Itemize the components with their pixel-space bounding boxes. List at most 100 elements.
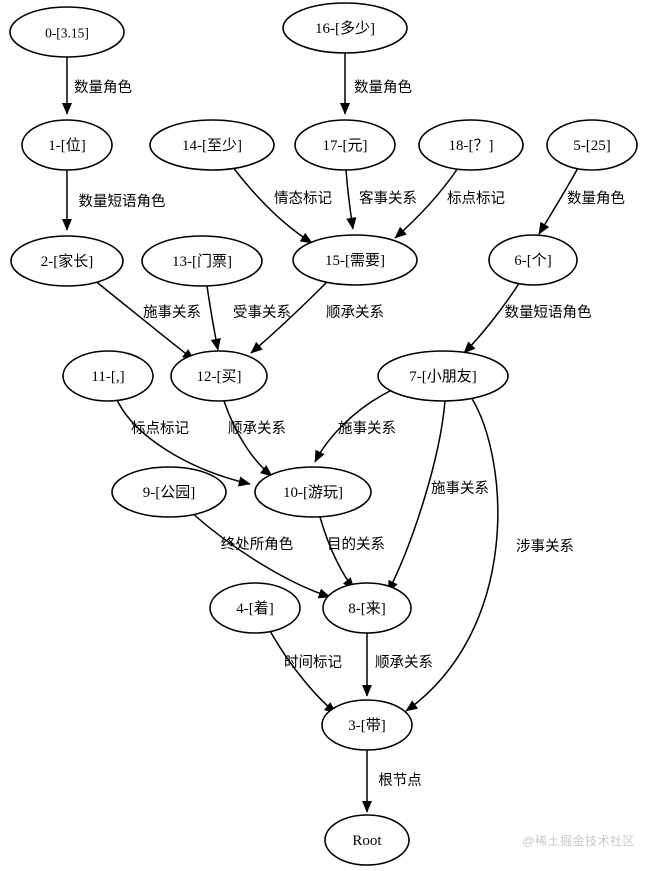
edge-n4-to-n3 bbox=[268, 628, 337, 714]
node-label-n8: 8-[来] bbox=[348, 600, 386, 617]
edge-label-n18-to-n15: 标点标记 bbox=[447, 190, 505, 207]
node-label-n4: 4-[着] bbox=[236, 600, 274, 617]
node-label-n3: 3-[带] bbox=[348, 717, 386, 734]
edge-label-n13-to-n12: 受事关系 bbox=[233, 304, 291, 321]
node-label-n15: 15-[需要] bbox=[325, 252, 385, 269]
edge-n7-to-n3 bbox=[405, 396, 499, 712]
node-n5[interactable]: 5-[25] bbox=[546, 119, 638, 171]
edge-label-n9-to-n8: 终处所角色 bbox=[221, 536, 294, 553]
edge-n14-to-n15 bbox=[231, 165, 313, 244]
edge-label-n8-to-n3: 顺承关系 bbox=[375, 654, 433, 671]
node-n18[interactable]: 18-[？] bbox=[418, 119, 524, 171]
node-nroot[interactable]: Root bbox=[324, 814, 410, 866]
node-shape-n0[interactable] bbox=[9, 6, 125, 58]
node-label-n5: 5-[25] bbox=[573, 138, 611, 154]
node-n17[interactable]: 17-[元] bbox=[294, 119, 396, 171]
node-shape-n16[interactable] bbox=[282, 2, 408, 54]
node-label-n7: 7-[小朋友] bbox=[409, 368, 477, 385]
edge-label-n15-to-n12: 顺承关系 bbox=[326, 304, 384, 321]
edge-label-n16-to-n17: 数量角色 bbox=[354, 79, 412, 96]
node-label-n13: 13-[门票] bbox=[172, 253, 232, 270]
node-n11[interactable]: 11-[,] bbox=[62, 350, 154, 402]
edge-n6-to-n7 bbox=[463, 281, 521, 354]
node-shape-n1[interactable] bbox=[21, 119, 113, 171]
node-shape-n11[interactable] bbox=[62, 350, 154, 402]
edge-n12-to-n10 bbox=[223, 400, 273, 477]
edge-label-n0-to-n1: 数量角色 bbox=[74, 79, 132, 96]
edge-label-n1-to-n2: 数量短语角色 bbox=[79, 193, 166, 210]
node-label-n10: 10-[游玩] bbox=[283, 484, 343, 501]
edge-n13-to-n12 bbox=[206, 285, 221, 351]
node-label-nroot: Root bbox=[352, 833, 382, 849]
node-shape-n8[interactable] bbox=[322, 582, 412, 634]
node-n8[interactable]: 8-[来] bbox=[322, 582, 412, 634]
node-label-n16: 16-[多少] bbox=[315, 20, 375, 37]
node-label-n17: 17-[元] bbox=[323, 138, 368, 154]
node-label-n9: 9-[公园] bbox=[143, 484, 196, 501]
node-shape-n7[interactable] bbox=[377, 350, 509, 402]
node-shape-n10[interactable] bbox=[254, 466, 372, 518]
node-label-n12: 12-[买] bbox=[197, 368, 242, 385]
node-n10[interactable]: 10-[游玩] bbox=[254, 466, 372, 518]
node-shape-n17[interactable] bbox=[294, 119, 396, 171]
node-n2[interactable]: 2-[家长] bbox=[10, 235, 124, 287]
node-label-n2: 2-[家长] bbox=[41, 253, 94, 270]
node-n16[interactable]: 16-[多少] bbox=[282, 2, 408, 54]
node-shape-n3[interactable] bbox=[321, 699, 413, 751]
edge-label-n11-to-n10: 标点标记 bbox=[131, 420, 189, 437]
nodes-layer: 0-[3.15] 16-[多少] 1-[位] 14-[至少] 17-[元] 18-[？] 5… bbox=[9, 2, 638, 866]
node-n14[interactable]: 14-[至少] bbox=[149, 119, 275, 171]
node-shape-n13[interactable] bbox=[141, 235, 263, 287]
node-label-n0: 0-[3.15] bbox=[45, 26, 89, 41]
edge-label-n10-to-n8: 目的关系 bbox=[327, 536, 385, 553]
edges-layer bbox=[61, 53, 579, 813]
edge-n7-to-n8 bbox=[387, 400, 446, 593]
edge-label-n3-to-nroot: 根节点 bbox=[378, 772, 422, 789]
node-shape-n5[interactable] bbox=[546, 119, 638, 171]
node-n6[interactable]: 6-[个] bbox=[488, 234, 578, 286]
node-n15[interactable]: 15-[需要] bbox=[292, 234, 418, 286]
edge-label-n7-to-n3: 涉事关系 bbox=[516, 538, 574, 555]
edge-n2-to-n12 bbox=[93, 279, 195, 361]
edge-label-n4-to-n3: 时间标记 bbox=[284, 654, 342, 671]
edge-label-n7-to-n8: 施事关系 bbox=[431, 480, 489, 497]
edge-n15-to-n12 bbox=[250, 280, 329, 354]
node-n7[interactable]: 7-[小朋友] bbox=[377, 350, 509, 402]
node-n4[interactable]: 4-[着] bbox=[209, 582, 301, 634]
edge-labels-layer: 数量角色数量角色数量短语角色情态标记客事关系标点标记数量角色施事关系受事关系顺承… bbox=[74, 79, 625, 789]
edge-n10-to-n8 bbox=[319, 516, 355, 590]
node-shape-nroot[interactable] bbox=[324, 814, 410, 866]
edge-label-n17-to-n15: 客事关系 bbox=[359, 190, 417, 207]
node-label-n14: 14-[至少] bbox=[182, 137, 242, 154]
node-n13[interactable]: 13-[门票] bbox=[141, 235, 263, 287]
edge-n7-to-n10 bbox=[314, 389, 393, 463]
edge-label-n6-to-n7: 数量短语角色 bbox=[505, 304, 592, 321]
edge-n18-to-n15 bbox=[394, 167, 459, 239]
node-n1[interactable]: 1-[位] bbox=[21, 119, 113, 171]
edge-n5-to-n6 bbox=[538, 167, 579, 235]
edge-label-n14-to-n15: 情态标记 bbox=[274, 190, 332, 207]
node-label-n1: 1-[位] bbox=[48, 137, 86, 154]
node-n0[interactable]: 0-[3.15] bbox=[9, 6, 125, 58]
node-label-n6: 6-[个] bbox=[514, 252, 552, 269]
node-shape-n2[interactable] bbox=[10, 235, 124, 287]
node-shape-n4[interactable] bbox=[209, 582, 301, 634]
node-n3[interactable]: 3-[带] bbox=[321, 699, 413, 751]
node-shape-n14[interactable] bbox=[149, 119, 275, 171]
node-shape-n6[interactable] bbox=[488, 234, 578, 286]
edge-label-n7-to-n10: 施事关系 bbox=[338, 420, 396, 437]
edge-n17-to-n15 bbox=[345, 169, 357, 230]
edge-n9-to-n8 bbox=[191, 512, 331, 599]
edge-n11-to-n10 bbox=[116, 399, 251, 487]
edge-label-n12-to-n10: 顺承关系 bbox=[228, 420, 286, 437]
node-shape-n15[interactable] bbox=[292, 234, 418, 286]
node-label-n18: 18-[？] bbox=[449, 138, 494, 154]
node-shape-n12[interactable] bbox=[170, 350, 268, 402]
watermark-label: @稀土掘金技术社区 bbox=[522, 834, 635, 848]
node-n12[interactable]: 12-[买] bbox=[170, 350, 268, 402]
node-n9[interactable]: 9-[公园] bbox=[111, 466, 227, 518]
node-shape-n18[interactable] bbox=[418, 119, 524, 171]
node-shape-n9[interactable] bbox=[111, 466, 227, 518]
